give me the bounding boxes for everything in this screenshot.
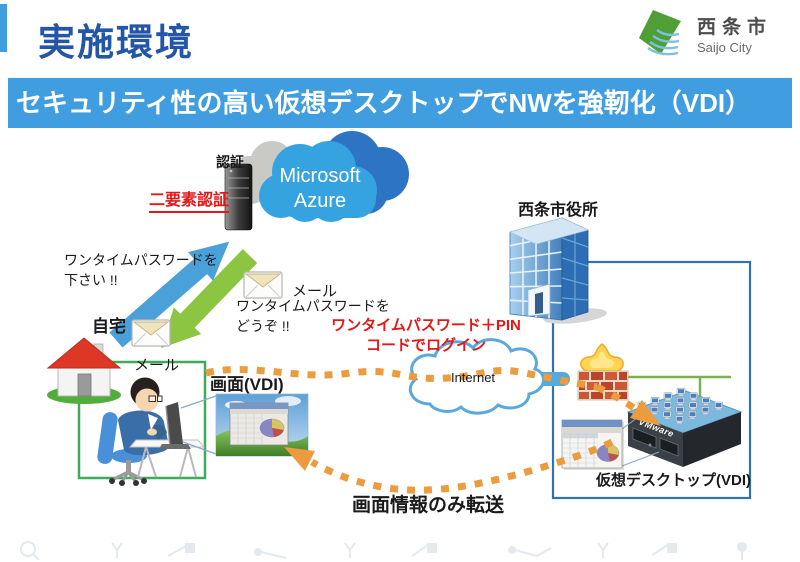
footer-watermark-icons bbox=[20, 541, 747, 561]
internet-cloud-icon bbox=[408, 338, 545, 415]
saijo-city-logo-text: 西条市 Saijo City bbox=[697, 12, 772, 55]
response-arrow-green bbox=[161, 249, 258, 349]
logo-city-en: Saijo City bbox=[696, 39, 752, 55]
laptop-icon bbox=[159, 402, 191, 449]
home-house-icon bbox=[46, 337, 122, 404]
login-note-label: ワンタイムパスワード＋PIN コードでログイン bbox=[331, 317, 521, 355]
login-arrowhead bbox=[630, 400, 661, 426]
title-accent-bar bbox=[0, 4, 7, 52]
otp-request-label: ワンタイムパスワードを 下さい !! bbox=[64, 252, 218, 289]
auth-label: 認証 bbox=[216, 154, 244, 170]
login-dashed-path bbox=[205, 365, 636, 411]
subtitle-banner: セキュリティ性の高い仮想デスクトップでNWを強靭化（VDI） bbox=[8, 78, 792, 128]
city-hall-building-icon bbox=[509, 217, 607, 324]
screen-callout-lines bbox=[180, 395, 217, 455]
logo-city-jp: 西条市 bbox=[696, 16, 772, 38]
city-hall-label: 西条市役所 bbox=[518, 202, 599, 219]
internet-label: Internet bbox=[450, 370, 496, 385]
firewall-icon bbox=[577, 343, 629, 401]
azure-cloud-icon bbox=[226, 131, 409, 222]
vdi-server-icon: VMware bbox=[626, 387, 743, 467]
screen-transfer-dashed-path bbox=[310, 438, 614, 494]
screen-transfer-arrowhead bbox=[284, 447, 315, 471]
server-screen-thumbnail bbox=[561, 419, 624, 470]
vdi-screen-thumbnail bbox=[215, 393, 309, 457]
mail-envelope-top-icon bbox=[243, 271, 283, 299]
auth-server-icon bbox=[224, 163, 253, 231]
page-title: 実施環境 bbox=[38, 22, 194, 63]
two-factor-label: 二要素認証 bbox=[149, 186, 230, 213]
saijo-city-logo: 西条市 Saijo City bbox=[635, 8, 772, 58]
mail-bottom-label: メール bbox=[134, 357, 180, 374]
otp-give-label: ワンタイムパスワードを どうぞ !! bbox=[236, 298, 390, 335]
saijo-city-logo-icon bbox=[638, 10, 681, 56]
screen-vdi-label: 画面(VDI) bbox=[210, 375, 284, 394]
mail-top-label: メール bbox=[292, 283, 338, 300]
home-label: 自宅 bbox=[92, 317, 126, 336]
transfer-note-label: 画面情報のみ転送 bbox=[352, 495, 505, 516]
azure-label: Microsoft Azure bbox=[279, 165, 361, 212]
mail-envelope-bottom-icon bbox=[131, 319, 171, 347]
vdi-server-label: 仮想デスクトップ(VDI) bbox=[596, 472, 751, 489]
